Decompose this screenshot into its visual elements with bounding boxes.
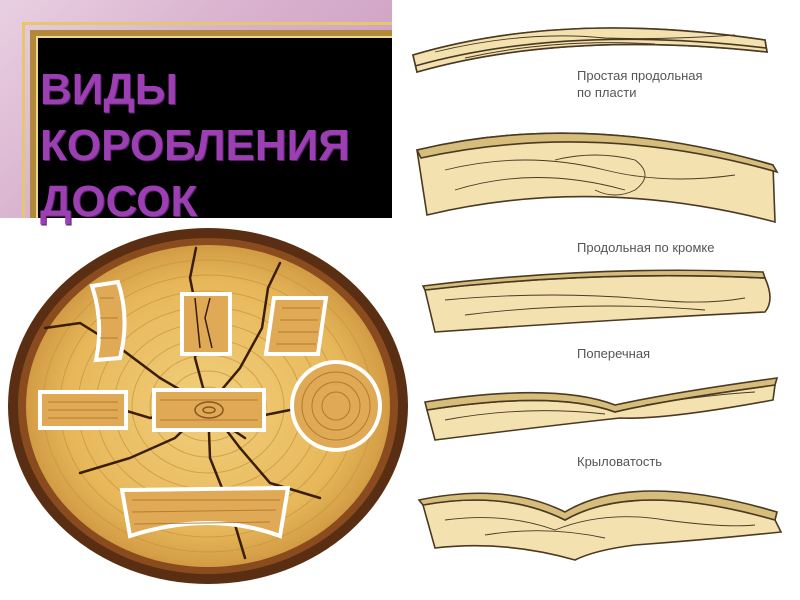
caption-edge: Продольная по кромке bbox=[577, 240, 715, 255]
board-cup-face bbox=[412, 27, 768, 73]
log-cross-section bbox=[0, 218, 410, 600]
title-line-1: ВИДЫ bbox=[40, 65, 178, 114]
board-transverse bbox=[421, 269, 771, 333]
frame-gold-border bbox=[22, 22, 392, 218]
board-edge-bow bbox=[415, 132, 779, 224]
warp-types-panel: Простая продольная по пласти Продольная … bbox=[405, 0, 800, 600]
frame-black-panel bbox=[30, 30, 392, 218]
board-twist bbox=[424, 377, 779, 441]
title-line-2: КОРОБЛЕНИЯ bbox=[40, 121, 350, 170]
board-wave bbox=[417, 490, 783, 561]
board-grain bbox=[48, 297, 320, 525]
warp-boards-illustration bbox=[412, 27, 783, 561]
title-line-3: ДОСОК bbox=[40, 177, 198, 226]
caption-simple-lengthwise: Простая продольная по пласти bbox=[577, 68, 703, 100]
log-illustration bbox=[8, 228, 408, 584]
caption-transverse: Поперечная bbox=[577, 346, 651, 361]
caption-twist: Крыловатость bbox=[577, 454, 663, 469]
page-title: ВИДЫ КОРОБЛЕНИЯ ДОСОК bbox=[40, 62, 350, 230]
title-frame: ВИДЫ КОРОБЛЕНИЯ ДОСОК bbox=[0, 0, 392, 226]
